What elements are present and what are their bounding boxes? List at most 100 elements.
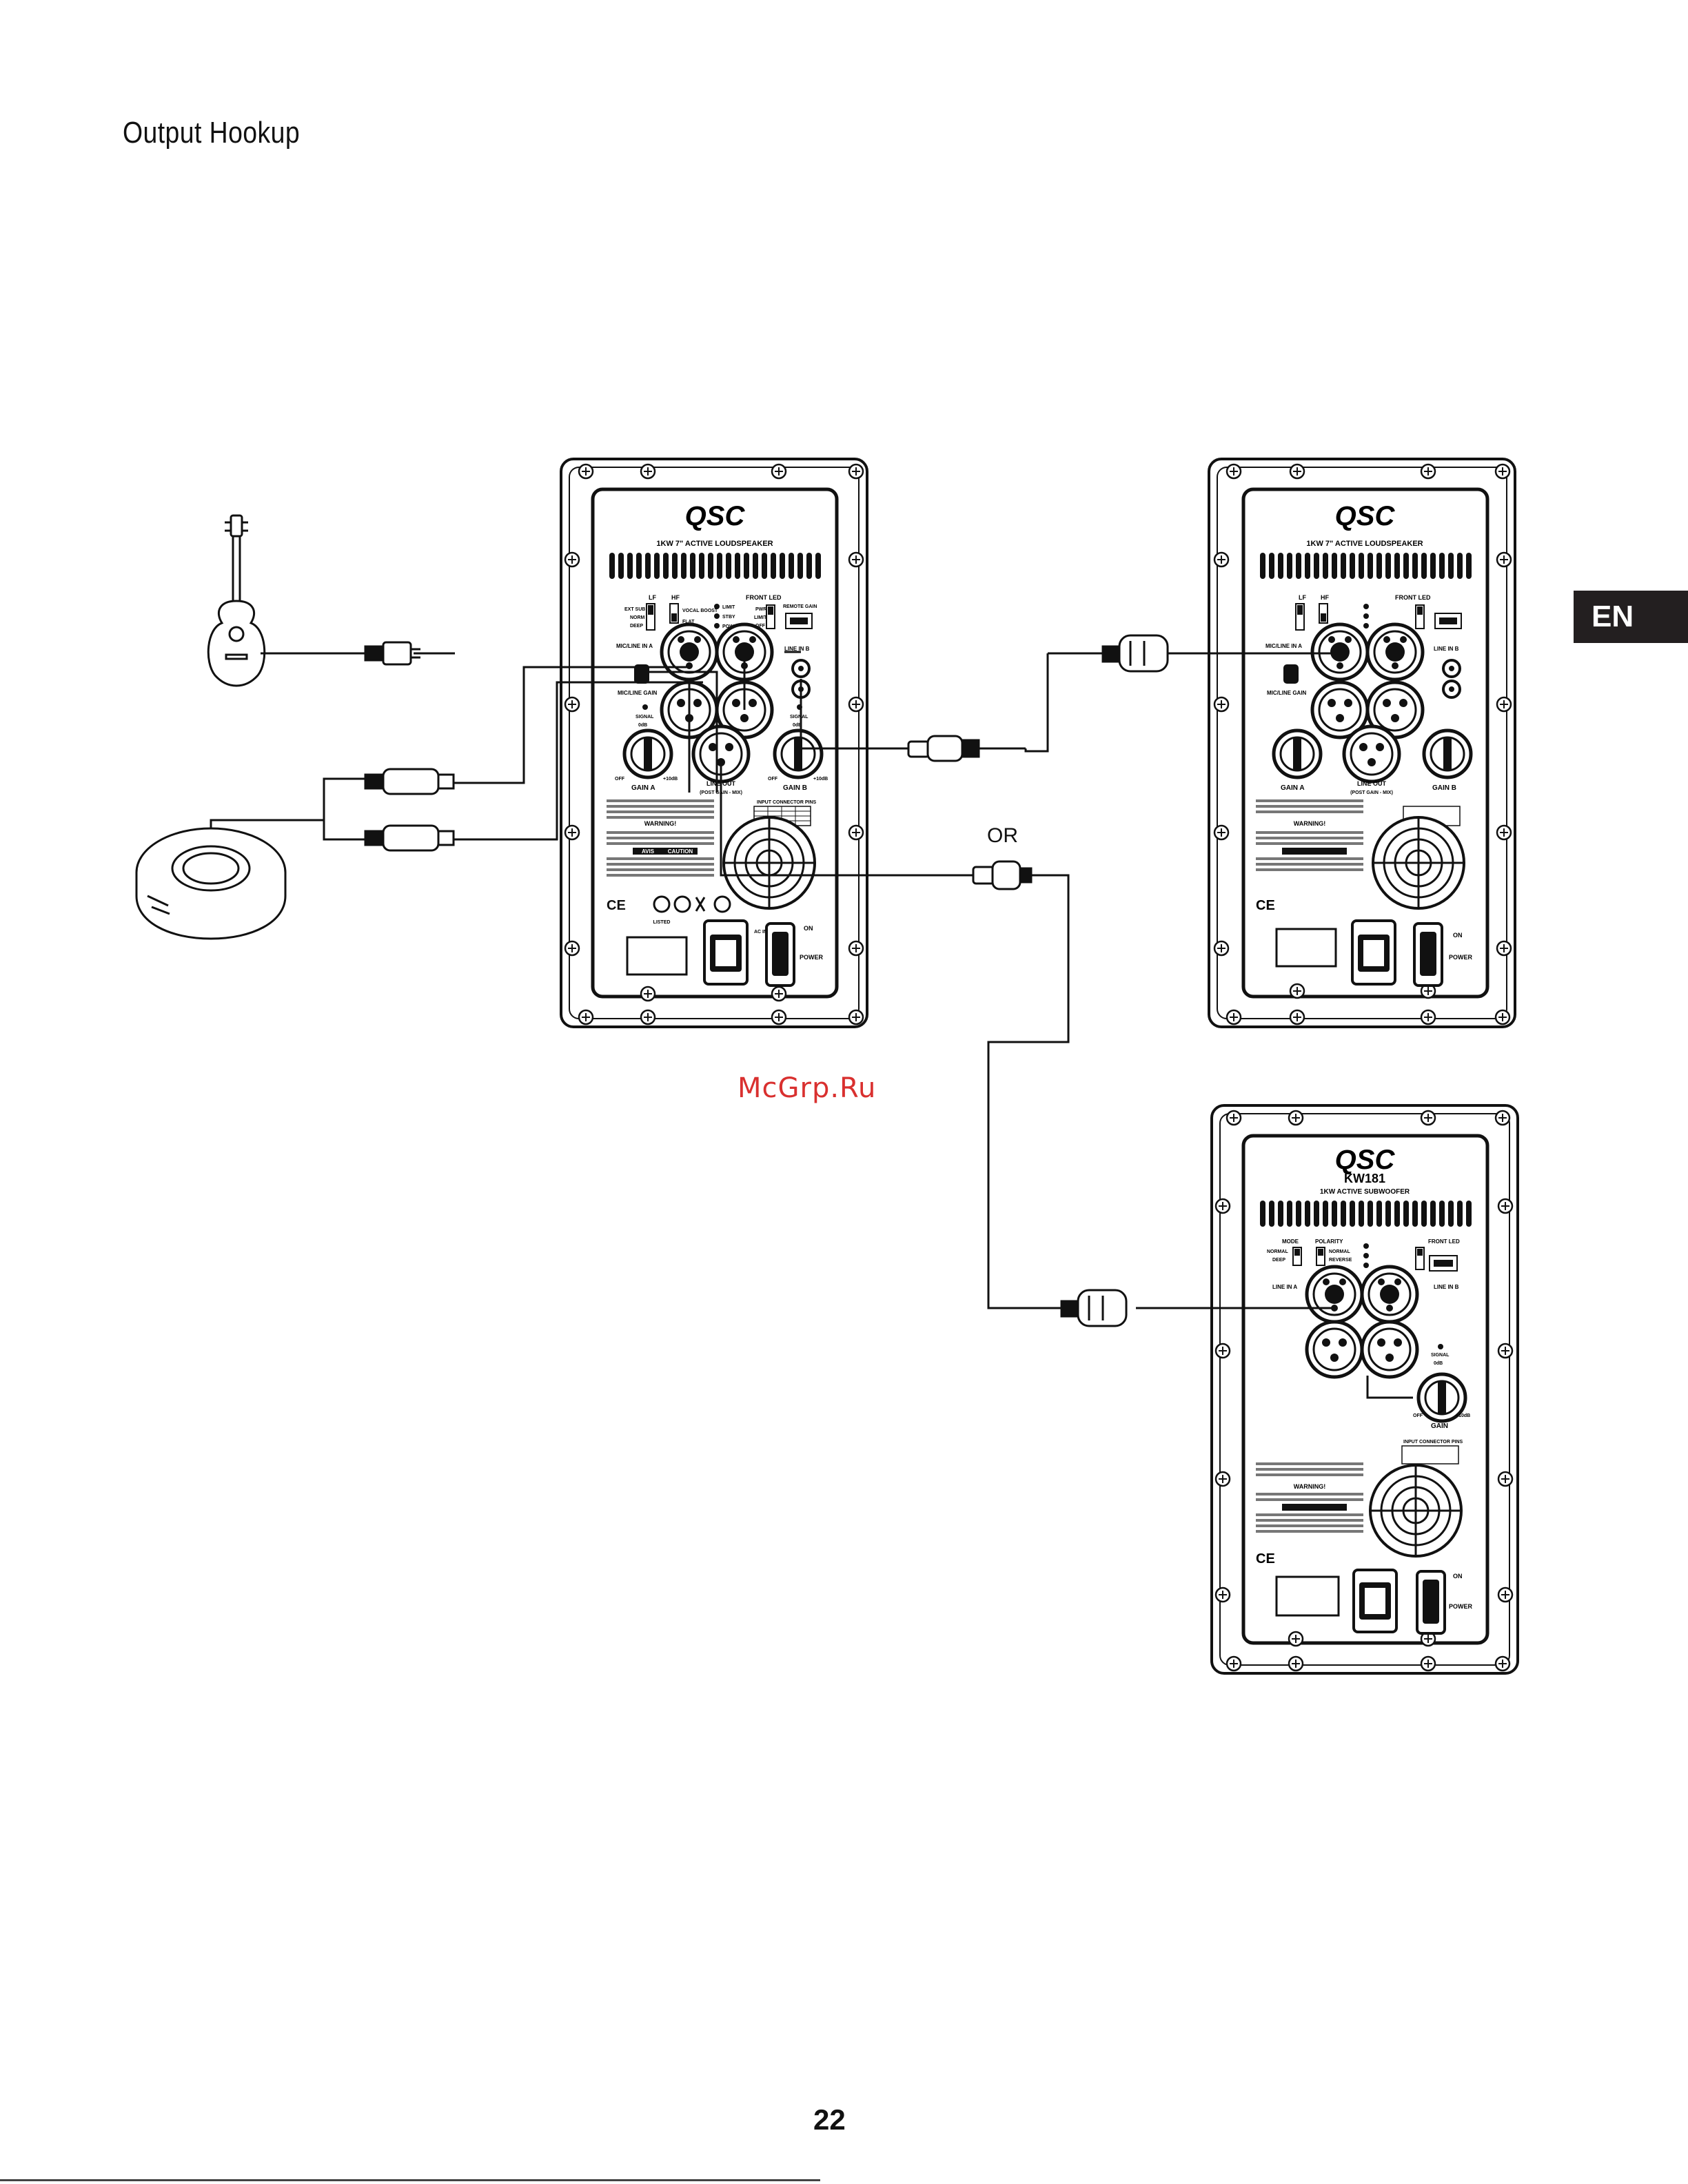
vent-slot bbox=[1269, 1201, 1274, 1227]
left-on-label: ON bbox=[804, 925, 813, 932]
vent-slot bbox=[1466, 1201, 1472, 1227]
vent-slot bbox=[1341, 1201, 1346, 1227]
vent-slot bbox=[1296, 1201, 1301, 1227]
left-hf-option: VOCAL BOOST bbox=[682, 609, 718, 613]
left-caution-label: CAUTION bbox=[668, 848, 693, 855]
vent-slot bbox=[1260, 1201, 1265, 1227]
left-panel-vents bbox=[609, 553, 821, 579]
vent-slot bbox=[1323, 1201, 1328, 1227]
sub-warning-label: WARNING! bbox=[1294, 1483, 1326, 1490]
left-led-switch: LIMIT bbox=[754, 615, 767, 620]
xlr-female-plug-icon bbox=[1060, 1289, 1128, 1327]
sub-polarity-option: REVERSE bbox=[1329, 1258, 1352, 1263]
vent-slot bbox=[1421, 553, 1427, 579]
vent-slot bbox=[636, 553, 642, 579]
right-lf-label: LF bbox=[1299, 594, 1306, 601]
left-input-pins-label: INPUT CONNECTOR PINS bbox=[757, 800, 817, 805]
left-plus-ten-label: +10dB bbox=[663, 777, 678, 782]
vent-slot bbox=[609, 553, 615, 579]
bottom-rule bbox=[0, 2179, 820, 2181]
vent-slot bbox=[1421, 1201, 1427, 1227]
right-power-label: POWER bbox=[1449, 954, 1473, 961]
vent-slot bbox=[1359, 553, 1364, 579]
right-gain-a-label: GAIN A bbox=[1281, 784, 1305, 792]
xlr-male-plug-icon bbox=[972, 860, 1033, 890]
vent-slot bbox=[708, 553, 713, 579]
vent-slot bbox=[1430, 1201, 1436, 1227]
vent-slot bbox=[1412, 1201, 1418, 1227]
vent-slot bbox=[1448, 1201, 1454, 1227]
cables bbox=[210, 651, 1340, 1309]
sub-line-in-b-label: LINE IN B bbox=[1434, 1284, 1459, 1290]
right-gain-b-label: GAIN B bbox=[1432, 784, 1456, 792]
left-mic-line-gain-label: MIC/LINE GAIN bbox=[618, 690, 658, 696]
vent-slot bbox=[1394, 553, 1400, 579]
sub-gain-label: GAIN bbox=[1431, 1422, 1448, 1430]
vent-slot bbox=[1367, 553, 1373, 579]
vent-slot bbox=[753, 553, 758, 579]
vent-slot bbox=[1367, 1201, 1373, 1227]
left-led-item: STBY bbox=[722, 615, 735, 620]
page-title: Output Hookup bbox=[123, 116, 301, 150]
sub-power-label: POWER bbox=[1449, 1603, 1473, 1610]
right-line-in-b-label: LINE IN B bbox=[1434, 646, 1459, 652]
vent-slot bbox=[717, 553, 722, 579]
vent-slot bbox=[1287, 553, 1292, 579]
xlr-female-plug-icon bbox=[1101, 634, 1169, 673]
right-warning-label: WARNING! bbox=[1294, 820, 1326, 827]
sub-front-led-label: FRONT LED bbox=[1428, 1238, 1460, 1245]
left-led-switch: OFF bbox=[755, 624, 766, 629]
sub-polarity-label: POLARITY bbox=[1315, 1238, 1343, 1245]
left-off-label: OFF bbox=[615, 777, 625, 782]
vent-slot bbox=[1466, 553, 1472, 579]
vent-slot bbox=[1394, 1201, 1400, 1227]
vent-slot bbox=[1269, 553, 1274, 579]
vent-slot bbox=[1439, 553, 1445, 579]
right-panel-vents bbox=[1260, 553, 1472, 579]
right-mic-line-gain-label: MIC/LINE GAIN bbox=[1267, 690, 1307, 696]
vent-slot bbox=[806, 553, 812, 579]
left-zero-db-label: 0dB bbox=[793, 723, 802, 728]
vent-slot bbox=[627, 553, 633, 579]
sub-off-label: OFF bbox=[1413, 1414, 1423, 1418]
vent-slot bbox=[744, 553, 749, 579]
vent-slot bbox=[1403, 553, 1409, 579]
vent-slot bbox=[1332, 553, 1337, 579]
vent-slot bbox=[1412, 553, 1418, 579]
left-panel-brand: QSC bbox=[685, 501, 746, 531]
vent-slot bbox=[1332, 1201, 1337, 1227]
right-line-out-label: LINE OUT bbox=[1357, 780, 1387, 787]
left-hf-label: HF bbox=[671, 594, 680, 601]
vent-slot bbox=[1278, 553, 1283, 579]
sub-line-in-a-label: LINE IN A bbox=[1272, 1284, 1297, 1290]
vent-slot bbox=[1350, 553, 1355, 579]
right-fine-print bbox=[1256, 799, 1363, 871]
left-led-item: LIMIT bbox=[722, 605, 735, 610]
sub-fine-print bbox=[1256, 1462, 1363, 1533]
vent-slot bbox=[672, 553, 678, 579]
vent-slot bbox=[1350, 1201, 1355, 1227]
page-number: 22 bbox=[813, 2103, 846, 2136]
vent-slot bbox=[1296, 553, 1301, 579]
left-remote-gain-label: REMOTE GAIN bbox=[783, 604, 817, 609]
left-led-switch: PWR bbox=[755, 607, 766, 612]
sub-polarity-option: NORMAL bbox=[1329, 1249, 1350, 1254]
vent-slot bbox=[1430, 553, 1436, 579]
sub-input-pins-label: INPUT CONNECTOR PINS bbox=[1403, 1440, 1463, 1445]
vent-slot bbox=[726, 553, 731, 579]
vent-slot bbox=[699, 553, 704, 579]
left-listed-label: LISTED bbox=[653, 920, 671, 925]
vent-slot bbox=[1376, 553, 1382, 579]
svg-text:CE: CE bbox=[1256, 1551, 1275, 1566]
vent-slot bbox=[762, 553, 767, 579]
sub-mode-option: NORMAL bbox=[1267, 1249, 1288, 1254]
vent-slot bbox=[618, 553, 624, 579]
vent-slot bbox=[654, 553, 660, 579]
right-on-label: ON bbox=[1453, 932, 1463, 939]
left-lf-option: NORM bbox=[630, 615, 645, 620]
vent-slot bbox=[1403, 1201, 1409, 1227]
left-hf-option: FLAT bbox=[682, 620, 695, 624]
right-mic-line-in-a-label: MIC/LINE IN A bbox=[1265, 643, 1302, 649]
left-front-led-label: FRONT LED bbox=[746, 594, 782, 601]
